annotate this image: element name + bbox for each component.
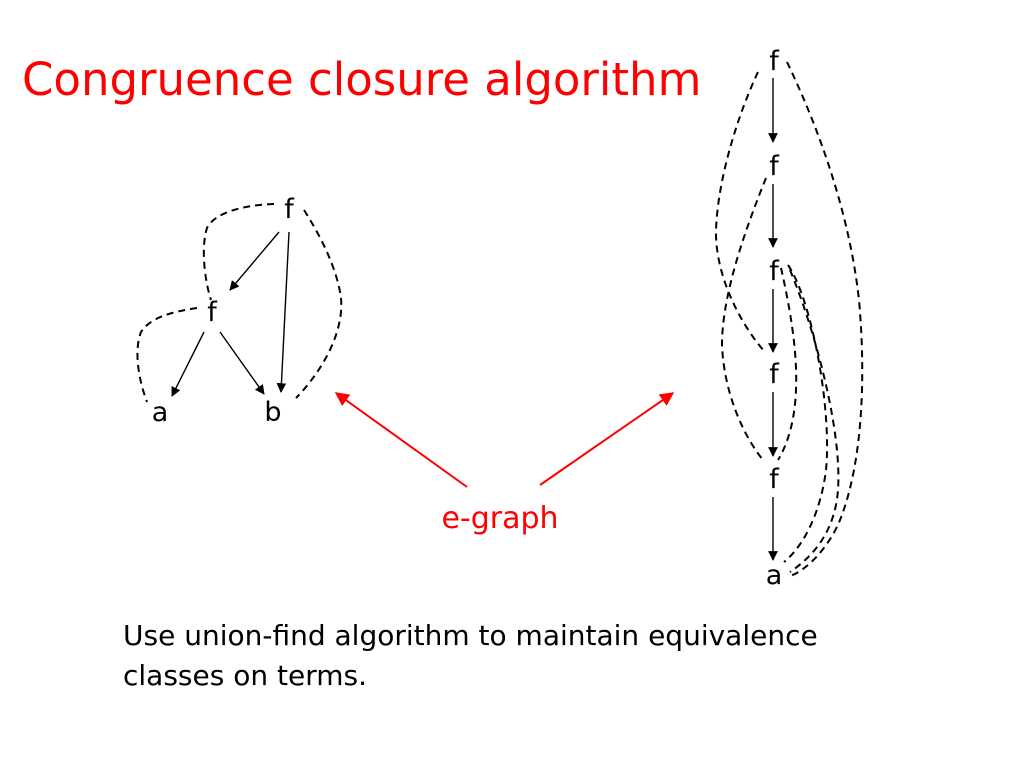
right-node-f3: f [769,256,780,287]
annotation-arrow-left [334,392,468,488]
left-edge-f1-b [276,231,290,393]
right-node-a: a [766,560,783,591]
left-dashed-f1-f2 [202,203,275,301]
left-edge-f1-f2 [229,231,280,291]
right-dashed-f3-a-inner [783,264,829,563]
left-edge-f2-b [219,331,265,395]
right-dashed-f1-f4 [714,71,766,353]
annotation-arrow-right [539,392,675,486]
right-node-f5: f [769,464,780,495]
egraph-label: e-graph [441,501,558,536]
right-node-f1: f [769,46,780,77]
body-text: Use union-find algorithm to maintain equ… [123,619,818,692]
right-graph: f f f f f a [714,46,864,591]
right-node-f4: f [769,359,780,390]
right-dashed-f3-f5 [777,267,798,461]
right-node-f2: f [769,151,780,182]
left-node-f2: f [207,297,218,328]
left-dashed-f1-b [295,209,343,399]
left-node-a: a [152,397,169,428]
left-edge-f2-a [171,331,205,397]
right-dashed-f2-f5 [720,177,767,461]
slide-title: Congruence closure algorithm [22,53,702,106]
left-graph: f f a b [136,194,343,428]
egraph-annotation: e-graph [334,392,675,536]
left-node-f1: f [284,194,295,225]
left-node-b: b [264,397,281,428]
right-dashed-f3-a-outer [789,269,840,573]
right-dashed-f1-a [786,61,864,577]
left-dashed-f2-a [136,307,198,403]
